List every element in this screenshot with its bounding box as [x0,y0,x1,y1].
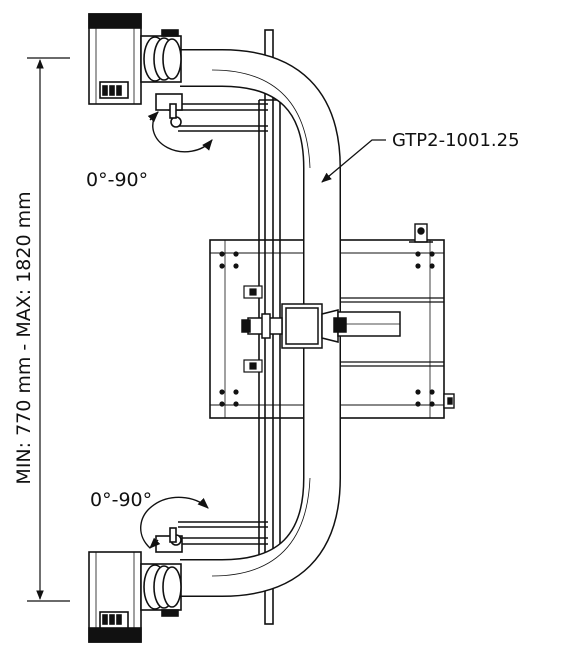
part-label-leader [321,139,386,183]
column-clamps [243,285,263,373]
top-rotation-arrow [147,111,213,153]
plate-bolt-holes [219,251,435,407]
top-right-bracket [409,223,433,243]
central-connector [241,303,401,349]
length-dimension-label: MIN: 770 mm - MAX: 1820 mm [13,191,35,484]
bottom-rotation-arrow [140,496,209,549]
bottom-torch-head [88,527,183,643]
part-label: GTP2-1001.25 [392,130,520,151]
rotation-label-top: 0°-90° [86,169,148,191]
plate-rails [322,297,444,367]
side-knob [443,393,455,409]
rotation-label-bottom: 0°-90° [90,489,152,511]
top-torch-head [88,13,183,128]
support-arms [168,103,268,545]
length-dimension-line [27,57,70,602]
